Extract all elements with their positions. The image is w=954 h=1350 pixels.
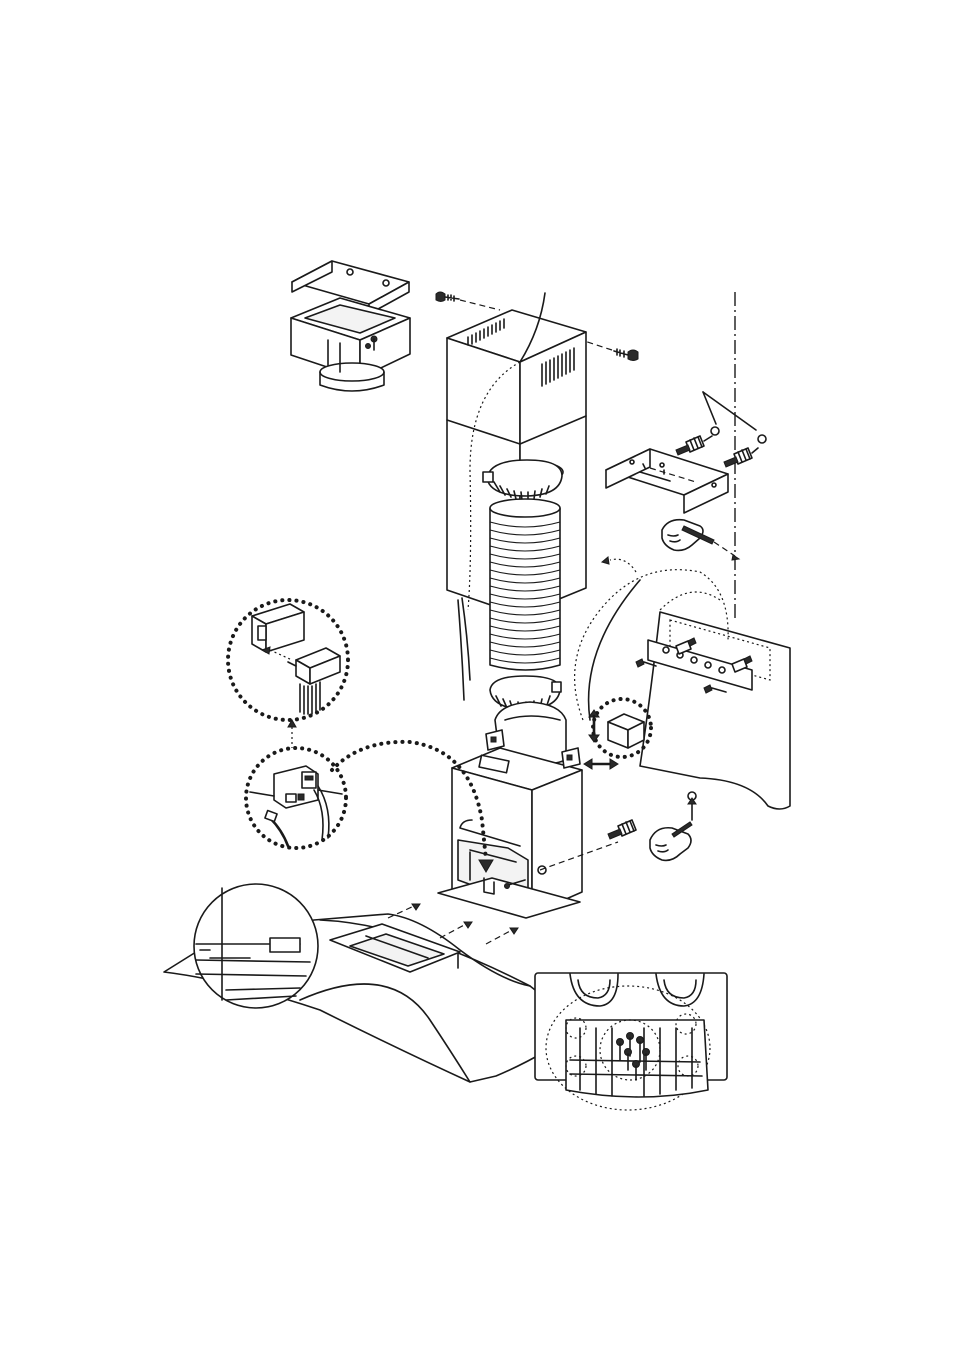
adapter-box-icon bbox=[291, 298, 410, 391]
connector-detail bbox=[228, 600, 348, 720]
wall-bracket bbox=[606, 449, 728, 513]
motor-housing bbox=[438, 702, 618, 918]
wiring-detail bbox=[246, 748, 346, 848]
wall-plugs-and-screws bbox=[606, 392, 766, 513]
adjust-arrow-horizontal bbox=[584, 759, 618, 769]
wall-plug-icon bbox=[676, 436, 712, 455]
filter-detail bbox=[535, 973, 727, 1110]
hand-pencil-icon bbox=[650, 822, 692, 860]
screw-top-left-icon bbox=[436, 292, 500, 310]
housing-clip-left-icon bbox=[486, 730, 504, 750]
wall-panel bbox=[575, 557, 790, 809]
wall-plug-icon bbox=[724, 448, 758, 467]
junction-box-detail bbox=[589, 699, 651, 757]
hand-pencil-icon bbox=[662, 520, 739, 560]
duct-adapter-box bbox=[291, 261, 410, 391]
canopy-edge-detail bbox=[194, 884, 318, 1008]
housing-clip-right-icon bbox=[562, 748, 580, 768]
